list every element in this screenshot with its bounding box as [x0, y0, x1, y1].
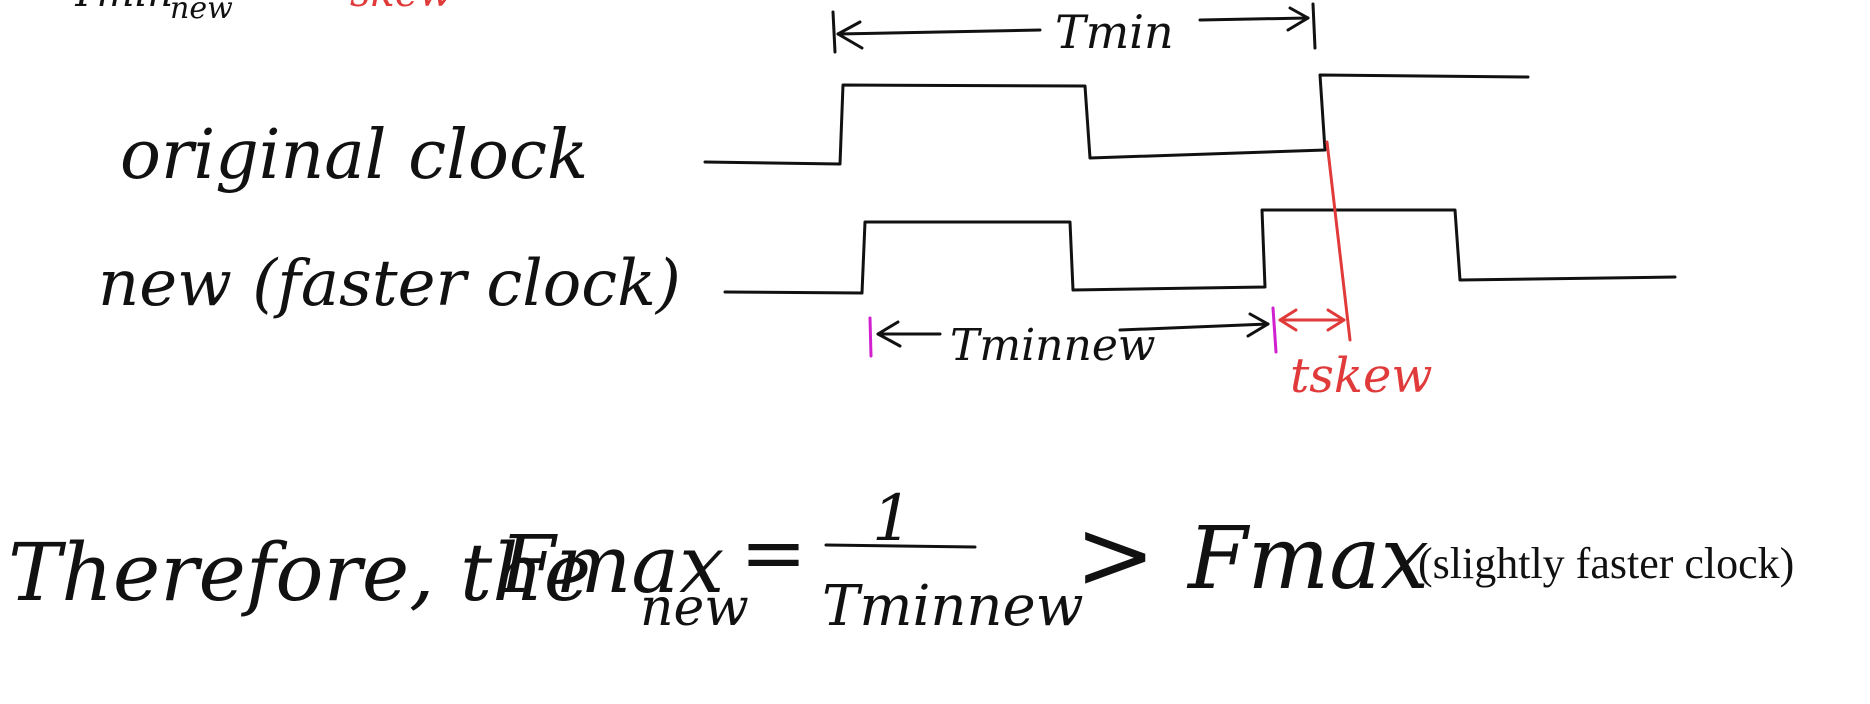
- original-clock-label: original clock: [120, 116, 588, 195]
- tmin-left-shaft: [836, 28, 1042, 36]
- tskew-label: tskew: [1290, 348, 1433, 404]
- equation-greater-than: >: [1075, 499, 1155, 611]
- top-fragment: Tmin new skew: [70, 0, 453, 26]
- tminnew-right-tick: [1271, 306, 1278, 354]
- tminnew-left-arrowhead: [876, 320, 902, 348]
- equation-note: (slightly faster clock): [1418, 539, 1794, 588]
- equation-fraction-bar: [824, 543, 977, 549]
- equation-fmax-new-main: Fmax: [498, 518, 724, 611]
- top-fragment-sub: new: [170, 0, 233, 26]
- tminnew-right-shaft: [1118, 322, 1270, 332]
- skew-red-vertical: [1325, 140, 1352, 342]
- tminnew-left-tick: [868, 316, 873, 358]
- top-fragment-black: Tmin: [70, 0, 173, 16]
- tminnew-arrow: Tminnew: [868, 306, 1278, 371]
- equation-numerator: 1: [872, 482, 913, 556]
- tskew-arrow: tskew: [1278, 308, 1433, 404]
- tmin-right-shaft: [1198, 16, 1310, 22]
- new-clock-waveform: [723, 208, 1677, 295]
- equation-prefix: Therefore, the: [8, 526, 591, 619]
- new-clock-label: new (faster clock): [98, 247, 681, 321]
- tminnew-right-arrowhead: [1246, 312, 1270, 338]
- tmin-right-arrowhead: [1286, 6, 1310, 32]
- equation-fmax: Fmax: [1186, 509, 1429, 609]
- tmin-label: Tmin: [1055, 5, 1174, 59]
- equation: Therefore, the Fmax new = 1 Tminnew > Fm…: [8, 482, 1794, 639]
- equation-equals: =: [740, 506, 807, 599]
- tminnew-label: Tminnew: [950, 320, 1156, 371]
- tskew-right-arrowhead: [1326, 308, 1346, 332]
- tmin-arrow: Tmin: [831, 2, 1317, 59]
- equation-denominator: Tminnew: [822, 574, 1084, 639]
- tmin-right-tick: [1311, 2, 1317, 50]
- tskew-left-arrowhead: [1278, 308, 1298, 332]
- equation-fmax-new-sub: new: [640, 578, 749, 638]
- top-fragment-red: skew: [350, 0, 453, 16]
- tmin-left-tick: [831, 10, 837, 54]
- original-clock-waveform: [703, 73, 1530, 166]
- tmin-left-arrowhead: [836, 20, 864, 50]
